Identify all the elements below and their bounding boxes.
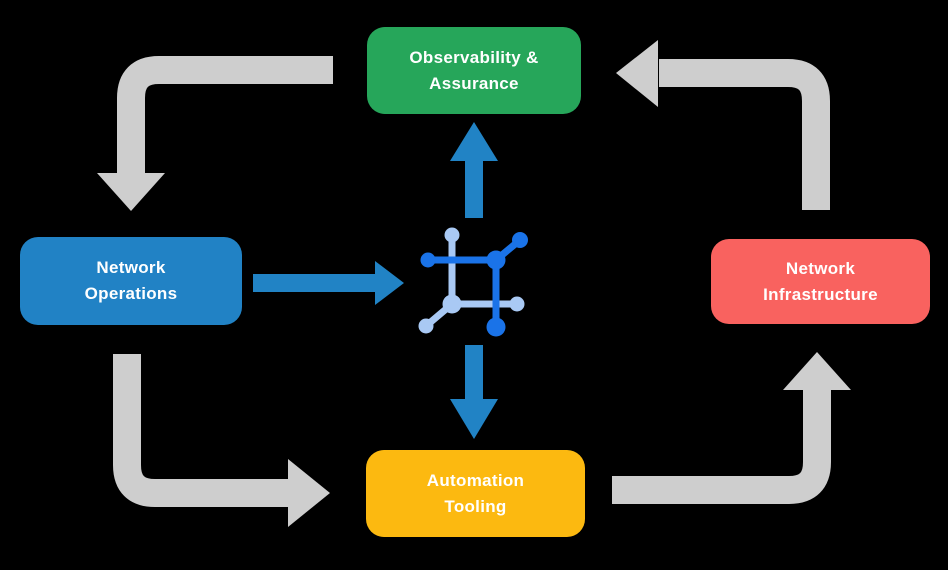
node-label-line: Automation: [426, 470, 525, 490]
node-automation-tooling: Automation Tooling: [366, 450, 585, 537]
arrow-operations-to-center: [253, 261, 404, 305]
arrow-shaft: [113, 354, 289, 507]
arrow-shaft: [612, 390, 831, 504]
icon-node: [486, 317, 506, 337]
arrow-head-down-icon: [97, 173, 165, 211]
node-label-line: Network: [96, 258, 166, 277]
arrow-infrastructure-to-observability: [616, 40, 830, 210]
node-label-line: Operations: [84, 284, 178, 303]
arrow-automation-to-infrastructure: [612, 352, 851, 504]
arrow-head-right-icon: [288, 459, 330, 527]
arrow-head-up-icon: [783, 352, 851, 390]
icon-node: [509, 296, 525, 312]
arrow-observability-to-operations: [97, 56, 333, 211]
node-label-line: Infrastructure: [763, 284, 878, 304]
node-network-infrastructure: Network Infrastructure: [711, 239, 930, 324]
icon-node: [442, 294, 462, 314]
icon-node: [420, 252, 436, 268]
network-mesh-icon: [418, 227, 528, 337]
node-label-line: Network: [785, 258, 856, 278]
arrow-center-to-observability: [450, 122, 498, 218]
icon-node: [486, 250, 506, 270]
node-label-line: Assurance: [429, 73, 519, 93]
node-observability-assurance: Observability & Assurance: [367, 27, 581, 114]
arrow-head-left-icon: [616, 40, 658, 107]
node-label-line: Tooling: [444, 496, 507, 516]
node-network-operations: Network Operations: [20, 237, 242, 325]
icon-node: [418, 318, 434, 334]
node-label-line: Observability &: [409, 47, 539, 67]
icon-node: [512, 232, 528, 248]
arrow-center-to-automation: [450, 345, 498, 439]
arrow-operations-to-automation: [113, 354, 330, 527]
arrow-shaft: [117, 56, 333, 174]
arrow-shaft: [659, 59, 830, 210]
icon-node: [444, 227, 460, 243]
